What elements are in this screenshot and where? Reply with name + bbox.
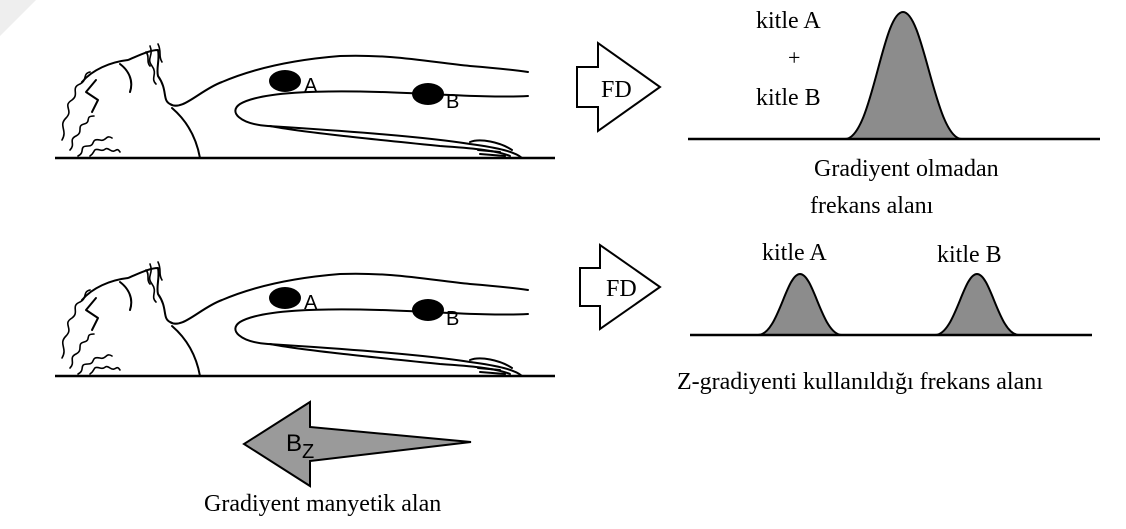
top-mass-a-label: A (304, 75, 318, 97)
top-spectrum: kitle A + kitle B Gradiyent olmadan frek… (688, 8, 1100, 219)
top-mass-a-dot (269, 70, 301, 92)
page-corner-decoration (0, 0, 36, 36)
bottom-mass-a-dot (269, 287, 301, 309)
top-caption-line1: Gradiyent olmadan (814, 156, 999, 182)
bottom-fd-label: FD (606, 276, 637, 302)
bottom-peak-a-label: kitle A (762, 240, 827, 266)
gradient-caption: Gradiyent manyetik alan (204, 491, 441, 517)
bottom-caption: Z-gradiyenti kullanıldığı frekans alanı (677, 369, 1043, 395)
bottom-mass-b-dot (412, 299, 444, 321)
top-mass-b-label: B (446, 91, 459, 113)
bottom-fd-arrow: FD (580, 245, 660, 329)
bottom-spectrum: kitle A kitle B Z-gradiyenti kullanıldığ… (677, 240, 1092, 395)
bottom-peak-b-label: kitle B (937, 242, 1002, 268)
top-peak-label-line1: kitle A (756, 8, 821, 34)
bottom-peak-b (935, 274, 1019, 335)
gradient-symbol-subscript: Z (302, 441, 314, 463)
top-peak-label-plus: + (788, 45, 800, 70)
bottom-patient-figure: A B (55, 262, 555, 376)
top-patient-figure: A B (55, 44, 555, 158)
bottom-mass-a-label: A (304, 292, 318, 314)
gradient-field-arrow: BZ Gradiyent manyetik alan (204, 402, 471, 517)
top-combined-peak (845, 12, 962, 139)
bottom-peak-a (758, 274, 842, 335)
bottom-mass-b-label: B (446, 308, 459, 330)
top-fd-label: FD (601, 77, 632, 103)
top-mass-b-dot (412, 83, 444, 105)
top-fd-arrow: FD (577, 43, 660, 131)
top-peak-label-line2: kitle B (756, 85, 821, 111)
top-caption-line2: frekans alanı (810, 193, 934, 219)
gradient-symbol-letter: B (286, 430, 302, 457)
